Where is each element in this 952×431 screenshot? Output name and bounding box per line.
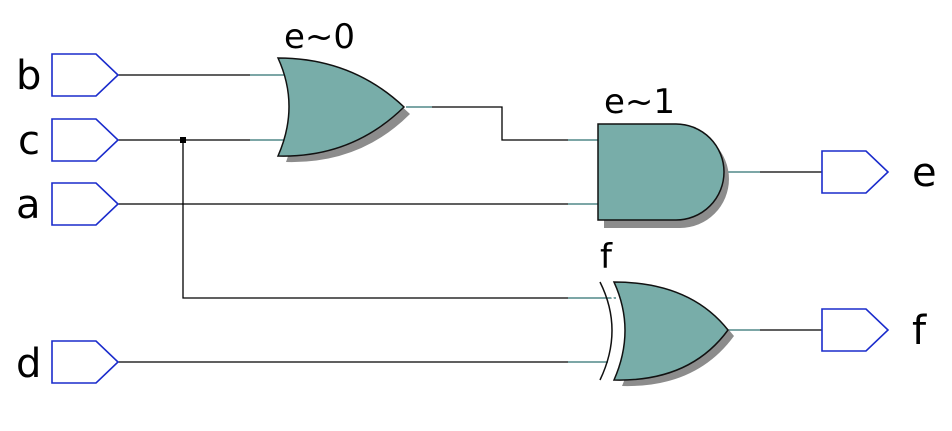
and-gate-e1: e~1 xyxy=(597,82,729,228)
input-label-a: a xyxy=(16,182,41,228)
output-port-f[interactable]: f xyxy=(821,308,927,354)
output-label-f: f xyxy=(912,308,927,354)
gate-label-e0: e~0 xyxy=(284,17,355,57)
wire-c-branch xyxy=(182,140,568,299)
xor-gate-f: f xyxy=(599,237,734,387)
input-label-b: b xyxy=(16,53,41,99)
junction-dot xyxy=(180,137,186,143)
input-port-a[interactable]: a xyxy=(16,182,120,228)
gate-label-f: f xyxy=(600,237,613,277)
input-port-d[interactable]: d xyxy=(16,340,120,387)
gate-label-e1: e~1 xyxy=(604,82,675,122)
wires xyxy=(118,74,822,363)
input-label-d: d xyxy=(16,341,41,387)
or-gate-e0: e~0 xyxy=(276,17,410,163)
input-port-c[interactable]: c xyxy=(18,118,120,164)
input-port-b[interactable]: b xyxy=(16,53,120,99)
output-port-e[interactable]: e xyxy=(821,150,937,196)
input-label-c: c xyxy=(18,118,40,164)
output-label-e: e xyxy=(912,150,937,196)
